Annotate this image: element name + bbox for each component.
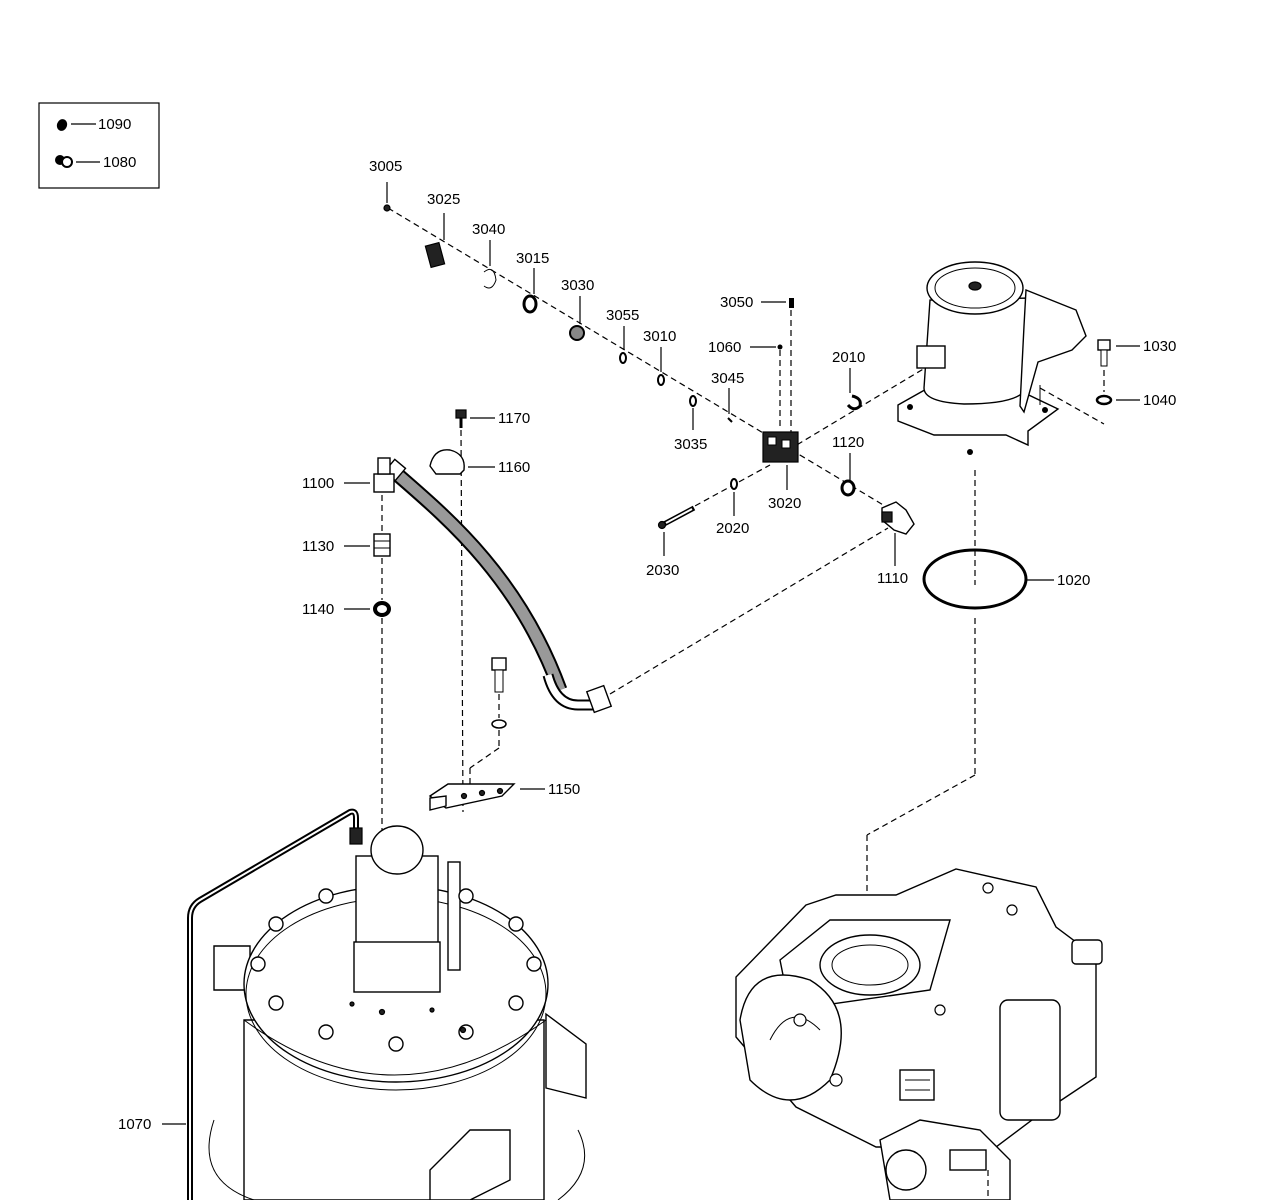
part-3005-screw	[383, 182, 391, 212]
part-2030-bolt	[657, 505, 696, 556]
part-1020-o-ring	[866, 470, 1054, 940]
label-1070: 1070	[118, 1116, 151, 1133]
label-1130: 1130	[302, 538, 334, 555]
label-3015: 3015	[516, 250, 549, 267]
label-3030: 3030	[561, 277, 594, 294]
label-1060: 1060	[708, 339, 741, 356]
label-1120: 1120	[832, 434, 864, 451]
legend-code-1090: 1090	[98, 116, 131, 133]
legend-code-1080: 1080	[103, 154, 136, 171]
label-1110: 1110	[877, 570, 908, 587]
label-2010: 2010	[832, 349, 865, 366]
legend: 1090 1080	[38, 102, 160, 189]
label-3055: 3055	[606, 307, 639, 324]
label-2020: 2020	[716, 520, 749, 537]
fitting-pair-icon	[55, 155, 73, 168]
intake-housing	[897, 261, 1087, 455]
part-1170-screw	[455, 409, 495, 813]
label-1140: 1140	[302, 601, 334, 618]
part-3020-valve-block	[762, 431, 799, 490]
label-1020: 1020	[1057, 572, 1090, 589]
label-1150: 1150	[548, 781, 580, 798]
label-1100: 1100	[302, 475, 334, 492]
part-3040-clip	[483, 240, 497, 289]
label-1040: 1040	[1143, 392, 1176, 409]
part-3025-bracket	[424, 213, 446, 269]
hose-assembly	[383, 458, 889, 714]
bracket-bolt	[469, 657, 507, 788]
label-3005: 3005	[369, 158, 402, 175]
part-2020-washer	[730, 478, 738, 516]
part-1140-seal	[344, 558, 391, 1010]
label-3045: 3045	[711, 370, 744, 387]
part-1110-elbow	[881, 501, 915, 566]
part-1160-clamp	[429, 449, 495, 475]
label-3025: 3025	[427, 191, 460, 208]
compressor-air-end	[735, 868, 1103, 1200]
part-1030-bolt	[1097, 339, 1140, 367]
filled-oval-icon	[56, 119, 68, 131]
separator-tank	[208, 825, 587, 1200]
label-3050: 3050	[720, 294, 753, 311]
label-1030: 1030	[1143, 338, 1176, 355]
label-1170: 1170	[498, 410, 530, 427]
part-1100-elbow-fitting	[344, 457, 395, 493]
label-3035: 3035	[674, 436, 707, 453]
part-1060-pin	[750, 344, 783, 430]
part-3015-ring	[522, 268, 538, 314]
part-3035-washer	[689, 395, 697, 430]
part-2010-clip	[846, 368, 862, 411]
part-3030-bushing	[569, 296, 585, 341]
part-3050-plug	[761, 298, 794, 432]
part-1040-washer	[1039, 370, 1140, 425]
label-3020: 3020	[768, 495, 801, 512]
label-3010: 3010	[643, 328, 676, 345]
part-1070-line	[162, 808, 363, 1200]
label-3040: 3040	[472, 221, 505, 238]
label-1160: 1160	[498, 459, 530, 476]
part-1150-bracket	[428, 783, 545, 811]
part-3045-pin	[727, 388, 733, 423]
label-2030: 2030	[646, 562, 679, 579]
part-1120-ring	[840, 453, 856, 497]
part-1130-adapter	[344, 495, 391, 557]
part-3010-washer	[657, 347, 665, 386]
part-3055-washer	[619, 326, 627, 364]
